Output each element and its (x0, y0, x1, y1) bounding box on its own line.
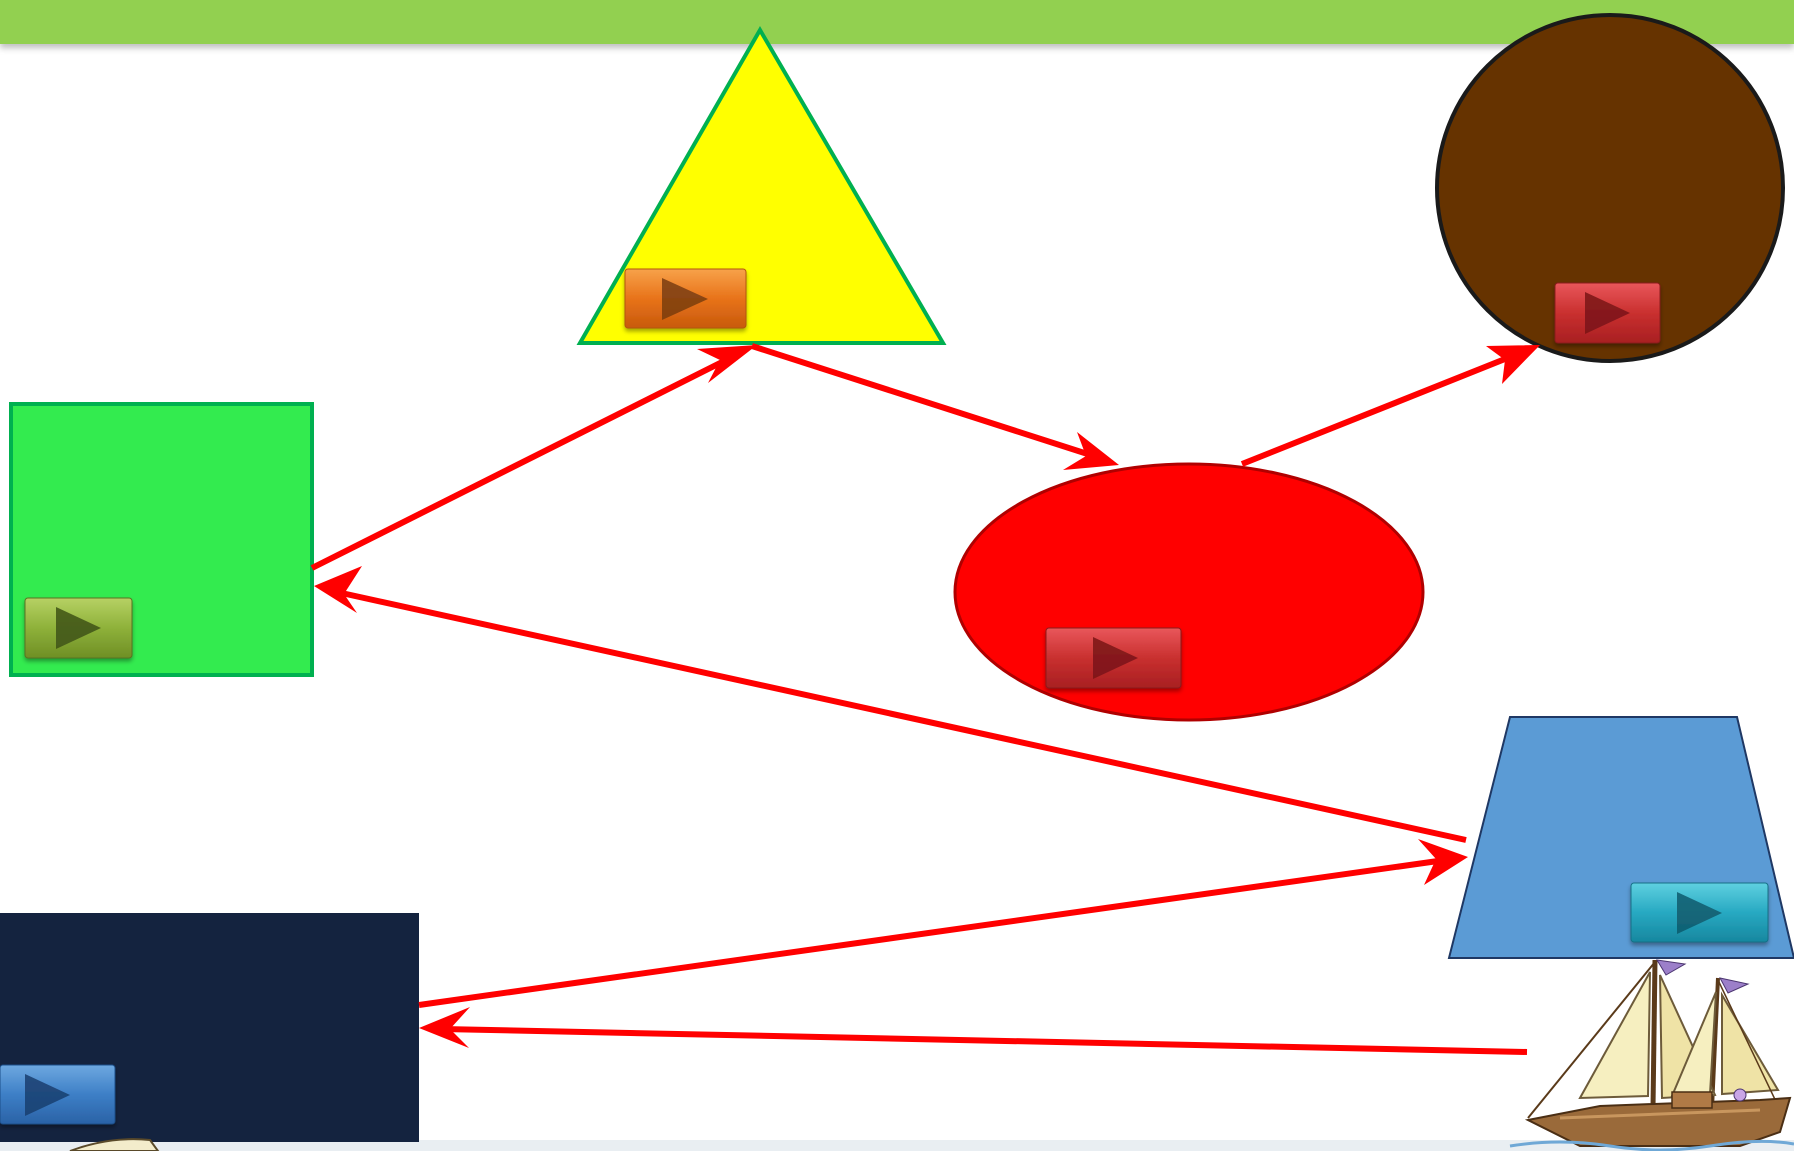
arrow-sailboat-to-rectangle (419, 1007, 1528, 1055)
play-triangle-icon (1677, 892, 1722, 934)
sailboat-image (1509, 959, 1794, 1151)
play-button-circle[interactable] (1554, 282, 1661, 344)
bottom-strip (0, 1140, 1794, 1151)
play-triangle-icon (1093, 637, 1138, 679)
play-triangle-icon (56, 607, 101, 649)
header-bar (0, 0, 1794, 44)
play-button-ellipse[interactable] (1045, 627, 1182, 689)
ellipse-shape (953, 462, 1425, 722)
arrow-trapezoid-to-square (314, 566, 1467, 843)
clipart-fragment (69, 1138, 160, 1151)
arrow-ellipse-to-circle (1240, 345, 1540, 467)
play-button-trapezoid[interactable] (1630, 882, 1769, 943)
play-triangle-icon (1585, 292, 1630, 334)
arrow-square-to-triangle (310, 345, 757, 571)
play-button-rectangle[interactable] (0, 1064, 116, 1125)
play-button-square[interactable] (24, 597, 133, 659)
arrow-rectangle-to-trapezoid (418, 839, 1468, 1008)
circle-shape (1435, 13, 1785, 363)
play-triangle-icon (25, 1074, 70, 1116)
play-triangle-icon (662, 278, 708, 320)
triangle-shape (576, 26, 947, 345)
arrow-triangle-to-ellipse (751, 343, 1119, 470)
play-button-triangle[interactable] (624, 268, 747, 329)
